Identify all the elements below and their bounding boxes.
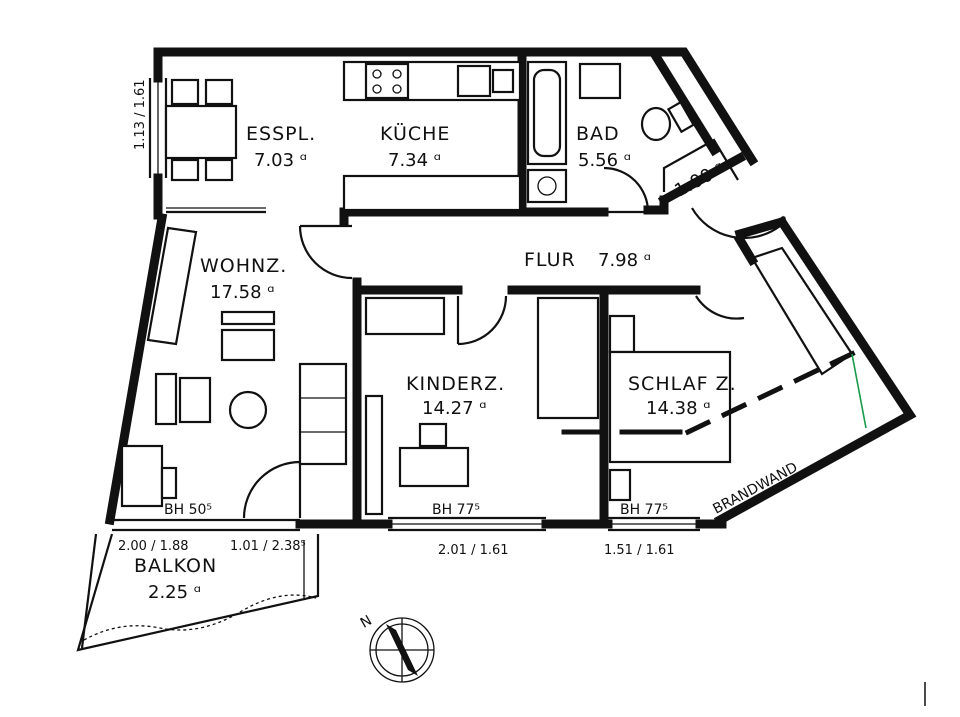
label-kueche-name: KÜCHE [380, 122, 450, 145]
balcony [76, 533, 320, 652]
label-kinderz-area: 14.27 ᵅ [422, 398, 487, 419]
label-bh-wohnz: BH 50⁵ [164, 502, 212, 518]
north-label: N [358, 613, 375, 632]
label-dim-kinderz-window: 2.01 / 1.61 [438, 543, 509, 558]
label-brandwand: BRANDWAND [710, 460, 800, 518]
label-bad-area: 5.56 ᵅ [578, 150, 631, 171]
label-balkon-name: BALKON [134, 555, 217, 577]
label-schlafz-name: SCHLAF Z. [628, 373, 737, 395]
exterior-walls [104, 47, 917, 529]
interior-walls [166, 51, 759, 529]
label-bh-schlafz: BH 77⁵ [620, 502, 668, 518]
label-flur-area: 7.98 ᵅ [598, 250, 651, 271]
label-kinderz-name: KINDERZ. [406, 373, 505, 395]
furniture [120, 60, 867, 516]
label-wc-area: 1.00 ᵅ [671, 158, 728, 201]
label-window-esspl: 1.13 / 1.61 [133, 79, 148, 150]
label-dim-balkon-window: 2.00 / 1.88 [118, 539, 189, 554]
label-bad-name: BAD [576, 123, 620, 145]
label-wohnz-area: 17.58 ᵅ [210, 282, 275, 303]
label-bh-kinderz: BH 77⁵ [432, 502, 480, 518]
label-esspl-name: ESSPL. [246, 123, 316, 145]
label-schlafz-area: 14.38 ᵅ [646, 398, 711, 419]
label-balkon-area: 2.25 ᵅ [148, 582, 201, 603]
label-esspl-area: 7.03 ᵅ [254, 150, 307, 171]
bottom-windows [112, 516, 700, 532]
north-arrow: N [358, 613, 435, 683]
doors [242, 166, 781, 519]
label-dim-schlafz-window: 1.51 / 1.61 [604, 543, 675, 558]
label-kueche-area: 7.34 ᵅ [388, 150, 441, 171]
label-flur-name: FLUR [524, 249, 576, 271]
window-esspl [148, 78, 168, 178]
label-dim-balkon-door: 1.01 / 2.38⁵ [230, 539, 306, 554]
label-wohnz-name: WOHNZ. [200, 255, 287, 277]
